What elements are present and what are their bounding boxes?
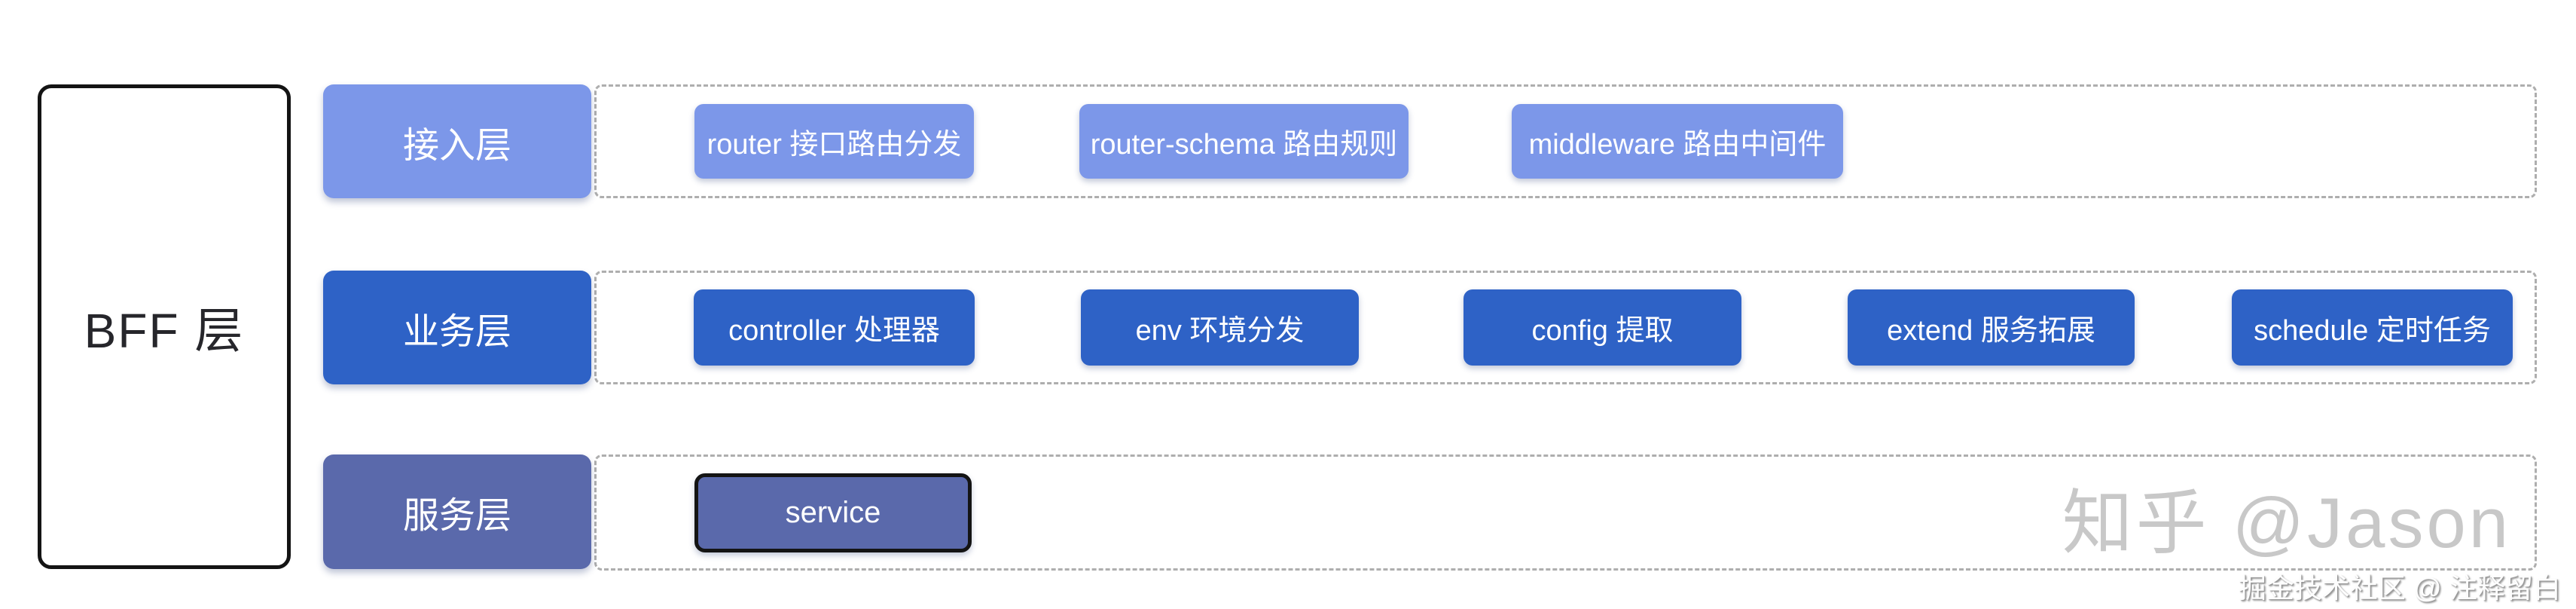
item-middleware: middleware 路由中间件	[1512, 104, 1843, 179]
item-env-label: env 环境分发	[1135, 315, 1305, 347]
layer-label-business: 业务层	[323, 271, 591, 384]
item-router-schema: router-schema 路由规则	[1079, 104, 1409, 179]
layer-label-access: 接入层	[323, 84, 591, 198]
bff-layer-title: BFF 层	[84, 303, 245, 358]
item-controller: controller 处理器	[694, 289, 975, 366]
layer-label-access-text: 接入层	[402, 125, 511, 166]
item-extend: extend 服务拓展	[1848, 289, 2135, 366]
item-middleware-label: middleware 路由中间件	[1528, 129, 1827, 161]
service-layer-lane	[594, 454, 2537, 571]
business-layer-lane	[594, 271, 2537, 384]
item-extend-label: extend 服务拓展	[1887, 315, 2095, 347]
item-service: service	[694, 473, 972, 552]
layer-label-service-text: 服务层	[402, 496, 511, 536]
item-schedule: schedule 定时任务	[2232, 289, 2513, 366]
layer-label-business-text: 业务层	[402, 311, 511, 352]
item-service-label: service	[785, 496, 881, 529]
access-layer-lane	[594, 84, 2537, 198]
item-config: config 提取	[1463, 289, 1741, 366]
item-router-label: router 接口路由分发	[707, 129, 962, 161]
layer-label-service: 服务层	[323, 454, 591, 569]
bff-layer-box: BFF 层	[38, 84, 291, 569]
item-schedule-label: schedule 定时任务	[2254, 315, 2491, 347]
zhihu-watermark: 知乎 @Jason	[2062, 483, 2511, 562]
item-router: router 接口路由分发	[694, 104, 974, 179]
item-controller-label: controller 处理器	[728, 315, 940, 347]
item-config-label: config 提取	[1531, 315, 1674, 347]
item-router-schema-label: router-schema 路由规则	[1090, 129, 1398, 161]
juejin-watermark: 掘金技术社区 @ 注释留白	[2238, 573, 2561, 604]
item-env: env 环境分发	[1081, 289, 1359, 366]
